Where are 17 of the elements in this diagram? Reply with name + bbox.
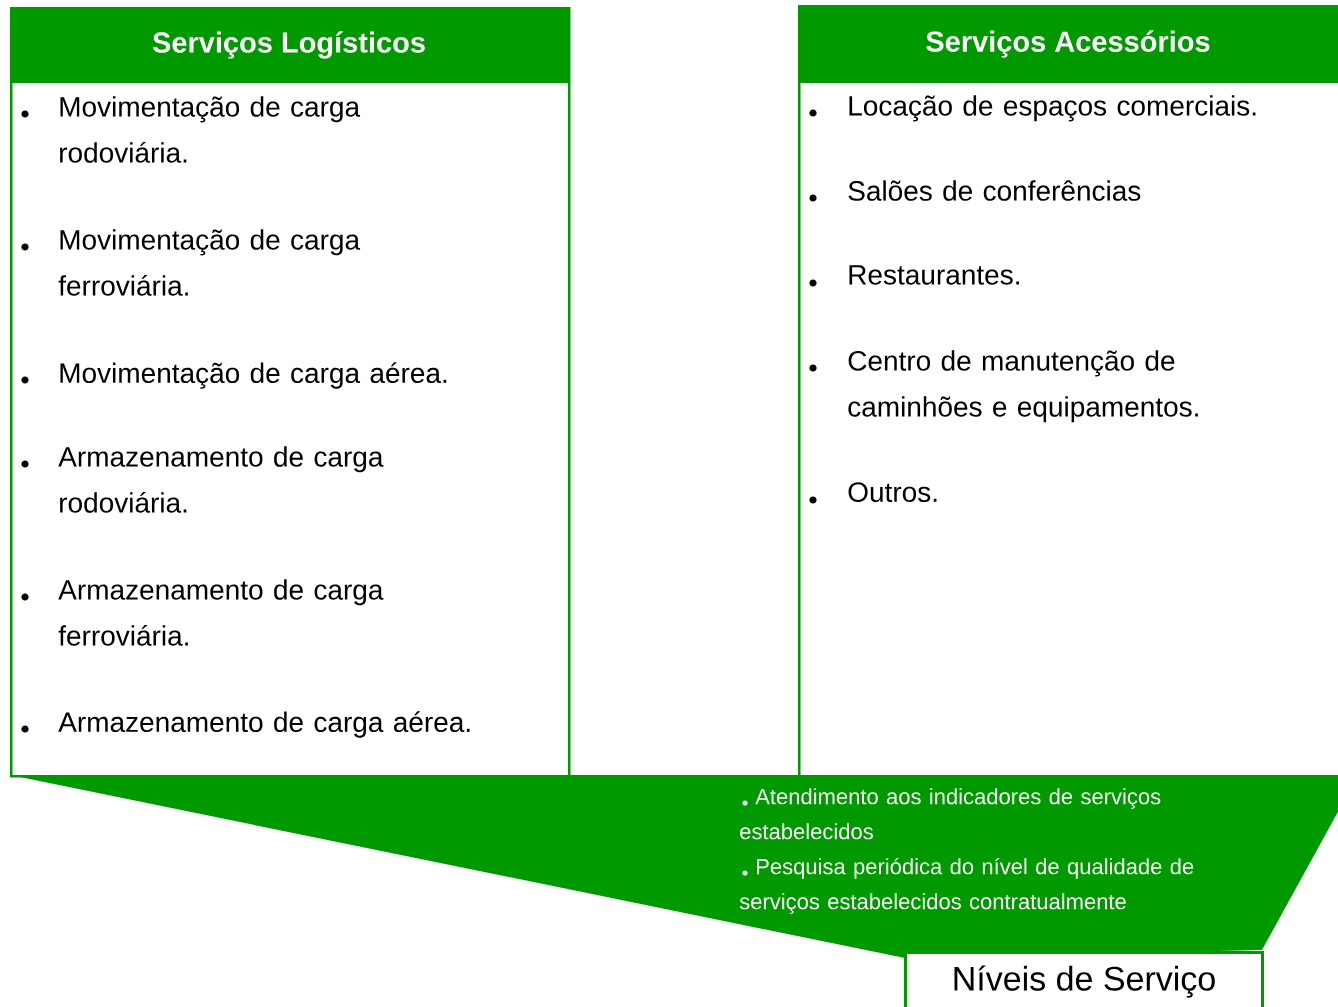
list-item: Locação de espaços comerciais. xyxy=(809,95,1256,122)
list-panel xyxy=(798,5,1338,778)
list-item: Centro de manutenção de caminhões e equipamentos. xyxy=(809,350,1198,423)
funnel-band: Atendimento aos indicadores de serviços estabelecidos Pesquisa periódica do nível de qualidade de serviços estabelecidos contratualmente xyxy=(10,775,1338,958)
panel-heading: Serviços Acessórios xyxy=(798,5,1338,83)
list-item: Armazenamento de carga rodoviária. xyxy=(21,446,384,513)
list-item: Movimentação de carga ferroviária. xyxy=(21,229,361,296)
label-box: Níveis de Serviço xyxy=(904,951,1264,1007)
list-item: Outros. xyxy=(809,482,937,504)
list-item: Salões de conferências xyxy=(809,180,1141,202)
list-item: Armazenamento de carga aérea. xyxy=(21,711,470,738)
list-item: Restaurantes. xyxy=(809,265,1019,287)
panel-heading: Serviços Logísticos xyxy=(10,7,568,83)
list-item: Movimentação de carga aérea. xyxy=(21,362,447,389)
list-panel xyxy=(10,7,571,778)
list-item: Armazenamento de carga ferroviária. xyxy=(21,579,384,646)
list-item: Movimentação de carga rodoviária. xyxy=(21,96,361,163)
